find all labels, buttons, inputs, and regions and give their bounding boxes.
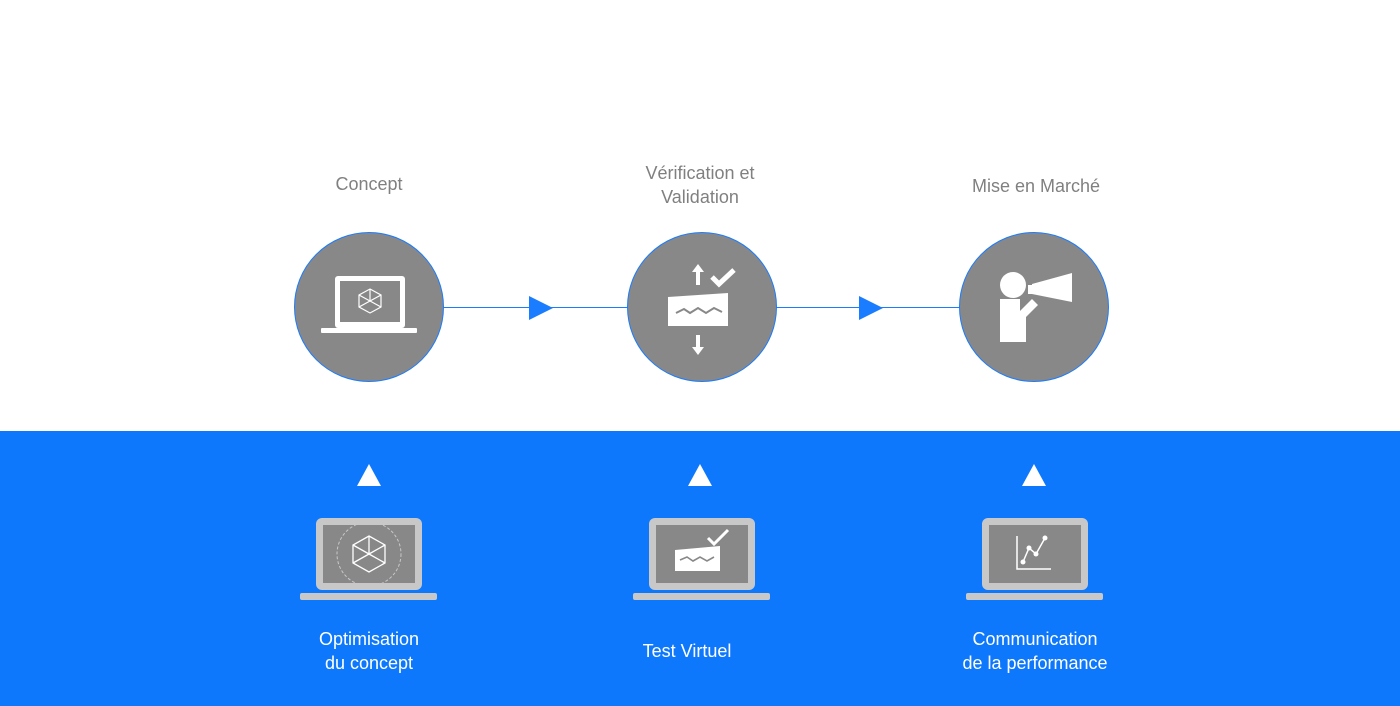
stage-circle-concept (294, 232, 444, 382)
up-arrow-icon (357, 464, 381, 486)
up-arrow-icon (1022, 464, 1046, 486)
laptop-cube-optimization-icon (300, 518, 437, 600)
laptop-cube-icon (321, 276, 417, 333)
laptop-chart-icon (966, 518, 1103, 600)
stage-label-concept: Concept (335, 174, 403, 194)
stage-label-verification: Vérification et Validation (645, 163, 755, 207)
feature-label-virtual-test: Test Virtuel (642, 641, 732, 661)
flow-arrow-right-icon (529, 296, 553, 320)
feature-label-optimisation: Optimisation du concept (318, 629, 420, 673)
feature-label-communication: Communication de la performance (962, 629, 1108, 673)
megaphone-person-icon (1000, 272, 1072, 342)
stage-circle-market (959, 232, 1109, 382)
stage-circle-verification (627, 232, 777, 382)
laptop-virtual-test-icon (633, 518, 770, 600)
stage-label-market: Mise en Marché (971, 176, 1101, 196)
up-arrow-icon (688, 464, 712, 486)
stress-test-icon (668, 264, 736, 355)
flow-arrow-right-icon (859, 296, 883, 320)
